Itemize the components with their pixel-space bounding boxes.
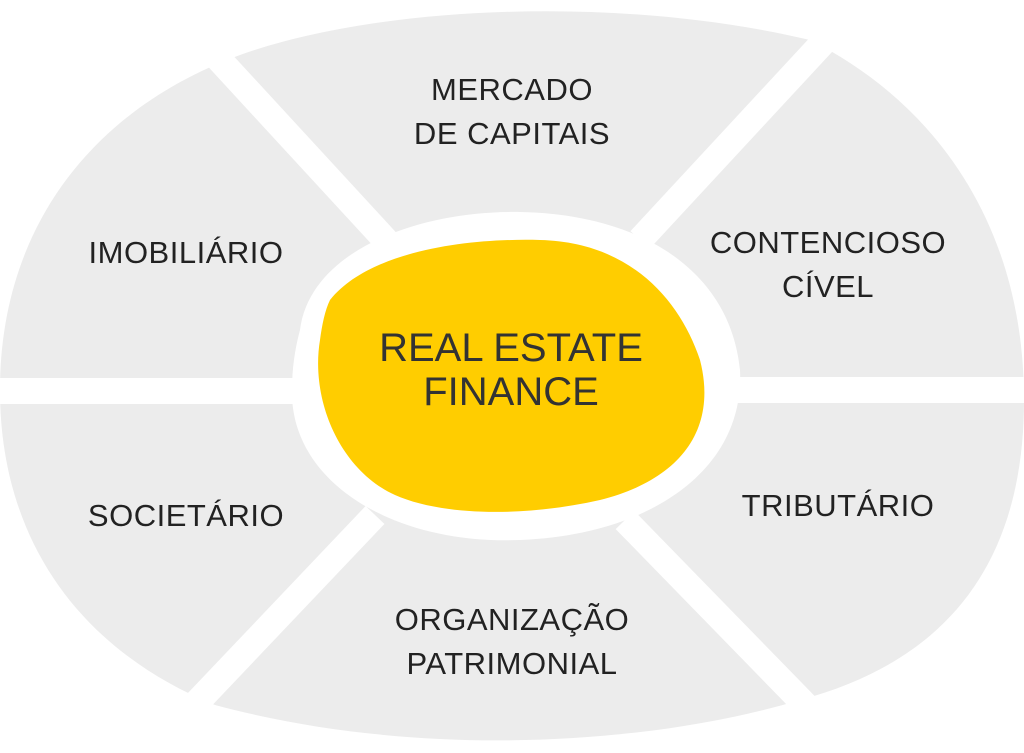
segment-label-line1: IMOBILIÁRIO — [88, 235, 284, 270]
segment-label-line2: PATRIMONIAL — [406, 646, 618, 681]
segment-label-line1: MERCADO — [431, 72, 593, 107]
center-label: REAL ESTATE FINANCE — [379, 326, 643, 414]
segment-societario[interactable]: SOCIETÁRIO — [88, 494, 284, 538]
center-label-line2: FINANCE — [423, 370, 599, 414]
separator-bottom-right — [615, 510, 825, 725]
center-label-line1: REAL ESTATE — [379, 326, 643, 370]
segment-label-line2: CÍVEL — [781, 269, 875, 304]
separators — [0, 26, 1024, 725]
segment-label-line2: DE CAPITAIS — [413, 116, 611, 151]
segment-organizacao-patrimonial[interactable]: ORGANIZAÇÃO PATRIMONIAL — [395, 598, 630, 686]
segment-imobiliario[interactable]: IMOBILIÁRIO — [89, 231, 284, 275]
segment-contencioso-civel[interactable]: CONTENCIOSO CÍVEL — [710, 221, 946, 309]
separator-bottom-left — [175, 506, 385, 724]
center-blob — [318, 239, 705, 512]
segment-label-line1: SOCIETÁRIO — [87, 498, 285, 533]
separator-top-left — [205, 46, 400, 254]
separator-top-right — [630, 26, 840, 249]
segment-label-line1: ORGANIZAÇÃO — [394, 602, 630, 637]
segment-label-line1: TRIBUTÁRIO — [741, 488, 935, 523]
segment-label-line1: CONTENCIOSO — [709, 225, 947, 260]
segment-tributario[interactable]: TRIBUTÁRIO — [742, 484, 935, 528]
segment-mercado-de-capitais[interactable]: MERCADO DE CAPITAIS — [414, 68, 610, 156]
